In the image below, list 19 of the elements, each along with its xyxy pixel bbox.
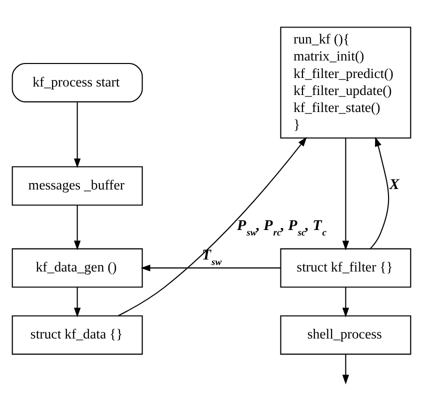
node-box: struct kf_filter {} (280, 248, 412, 288)
arrow (140, 264, 280, 271)
node-box: run_kf (){ matrix_init() kf_filter_predict() kf_filter_update() kf_filter_state() } (280, 26, 412, 138)
edge-label: T$_{sw}$ (202, 247, 222, 268)
arrow (342, 354, 350, 384)
node-box: struct kf_data {} (12, 314, 143, 354)
arrow (74, 204, 81, 250)
arrow (342, 138, 350, 250)
arrow (342, 286, 350, 317)
edge-label: X (389, 176, 400, 192)
arrow (74, 286, 81, 317)
arrow (74, 102, 81, 168)
node-box: kf_process start (12, 62, 143, 102)
node-box: shell_process (280, 314, 412, 354)
node-box: kf_data_gen () (12, 248, 143, 288)
edge-label: P$_{sw}$, P$_{rc}$, P$_{sc}$, T$_{c}$ (237, 217, 327, 238)
arrow (118, 136, 307, 316)
arrow (370, 136, 390, 249)
node-box: messages _buffer (12, 166, 143, 206)
